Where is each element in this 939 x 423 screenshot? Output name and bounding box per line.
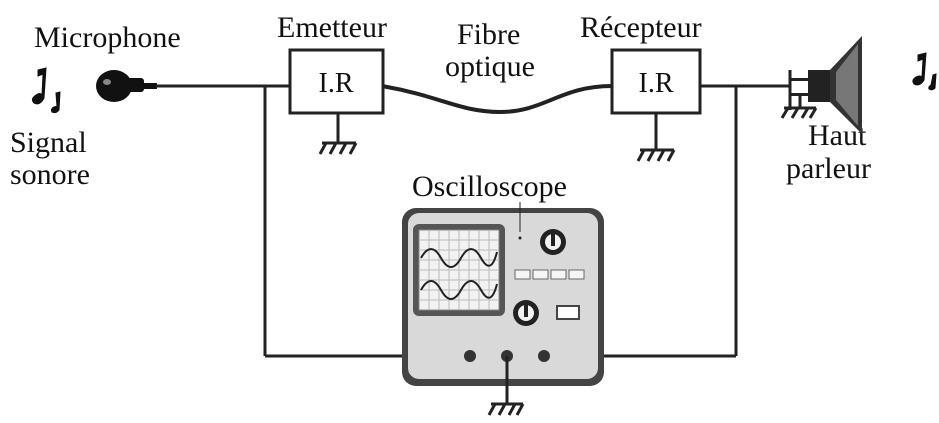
fiber-label-line1: Fibre bbox=[457, 18, 520, 51]
microphone-label: Microphone bbox=[34, 21, 181, 54]
lower-waveform bbox=[420, 280, 498, 300]
signal-label-line1: Signal bbox=[10, 126, 87, 159]
emitter-box: I.R bbox=[288, 48, 385, 143]
speaker-label-line2: parleur bbox=[786, 152, 871, 185]
wiring bbox=[156, 84, 790, 358]
loudspeaker-icon bbox=[788, 36, 862, 134]
oscilloscope-icon bbox=[402, 208, 604, 386]
ground-icon bbox=[318, 141, 358, 155]
upper-waveform bbox=[420, 248, 498, 268]
oscilloscope-label: Oscilloscope bbox=[412, 170, 567, 203]
microphone-icon bbox=[96, 70, 157, 102]
signal-label-line2: sonore bbox=[10, 158, 90, 191]
ground-icon bbox=[487, 402, 525, 416]
ground-icon bbox=[780, 106, 818, 119]
music-note-icon bbox=[31, 67, 61, 114]
ground-icon bbox=[636, 148, 676, 162]
optical-fiber bbox=[381, 84, 613, 115]
receiver-box-text: I.R bbox=[639, 68, 674, 99]
receiver-label: Récepteur bbox=[580, 11, 702, 44]
emitter-label: Emetteur bbox=[277, 11, 387, 44]
fiber-label-line2: optique bbox=[445, 50, 535, 83]
emitter-box-text: I.R bbox=[319, 68, 354, 99]
receiver-box: I.R bbox=[610, 48, 702, 150]
music-note-icon bbox=[912, 52, 937, 91]
